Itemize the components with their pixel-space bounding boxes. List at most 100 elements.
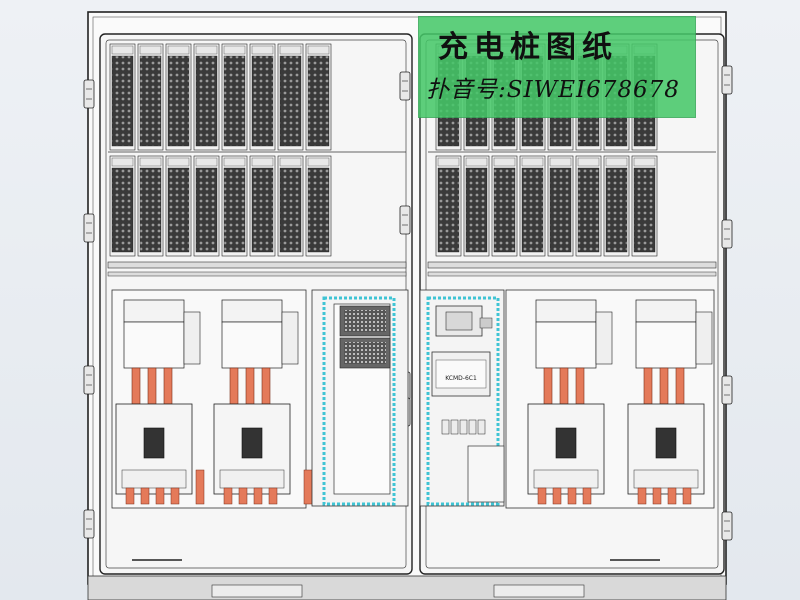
charging-module: [435, 155, 462, 257]
aux-contact: [595, 311, 613, 365]
charging-module: [193, 155, 220, 257]
breaker-handle: [143, 427, 165, 459]
contactor-body: [221, 321, 283, 369]
busbar: [229, 367, 239, 405]
charging-module: [221, 155, 248, 257]
busbar: [643, 367, 653, 405]
fuse-terminal: [468, 419, 477, 435]
charging-module: [277, 155, 304, 257]
terminal-lug: [253, 487, 263, 505]
watermark-contact: 扑音号:SIWEI678678: [426, 77, 680, 103]
relay-module-label: KCMD-6C1: [445, 375, 477, 382]
charging-module: [519, 155, 546, 257]
charging-module: [165, 155, 192, 257]
busbar: [147, 367, 157, 405]
contactor-top: [535, 299, 597, 323]
fuse-terminal-row: [441, 419, 486, 435]
busbar: [559, 367, 569, 405]
aux-contact: [695, 311, 713, 365]
hinge: [721, 65, 733, 95]
terminal-lug: [238, 487, 248, 505]
central-panel-right: [419, 289, 505, 507]
terminal-grid-left: [344, 310, 386, 364]
charging-module: [575, 155, 602, 257]
charging-module-bank-left: [109, 43, 332, 257]
contactor-body: [123, 321, 185, 369]
watermark-title: 充电桩图纸: [438, 30, 618, 65]
busbar: [543, 367, 553, 405]
terminal-lug: [667, 487, 677, 505]
busbar: [131, 367, 141, 405]
charging-module: [109, 43, 136, 151]
busbar: [675, 367, 685, 405]
breaker-terminals: [219, 469, 285, 489]
hinge: [721, 375, 733, 405]
central-panel-left: [311, 289, 409, 507]
contactor-breaker-unit: [115, 299, 201, 505]
charging-module: [305, 155, 332, 257]
terminal-lug: [582, 487, 592, 505]
aux-contact: [183, 311, 201, 365]
fuse-terminal: [477, 419, 486, 435]
charging-module: [631, 155, 658, 257]
hinge: [83, 365, 95, 395]
hinge: [721, 219, 733, 249]
relay-module: [431, 351, 491, 397]
charging-module: [109, 155, 136, 257]
busbar: [575, 367, 585, 405]
contactor-top: [123, 299, 185, 323]
terminal-lug: [537, 487, 547, 505]
charging-module: [603, 155, 630, 257]
din-rail-device-top: [435, 305, 493, 337]
contactor-breaker-unit: [627, 299, 713, 505]
contactor-breaker-unit: [213, 299, 299, 505]
charging-module: [193, 43, 220, 151]
breaker-terminals: [533, 469, 599, 489]
terminal-lug: [552, 487, 562, 505]
terminal-lug: [125, 487, 135, 505]
contactor-top: [635, 299, 697, 323]
charging-module: [277, 43, 304, 151]
charging-module: [137, 43, 164, 151]
hinge: [83, 79, 95, 109]
hinge: [399, 71, 411, 101]
busbar: [163, 367, 173, 405]
busbar: [261, 367, 271, 405]
charging-module: [165, 43, 192, 151]
divider-rail: [107, 151, 717, 277]
breaker-handle: [555, 427, 577, 459]
contactor-body: [535, 321, 597, 369]
terminal-lug: [637, 487, 647, 505]
busbar: [245, 367, 255, 405]
hinge: [83, 509, 95, 539]
breaker-handle: [241, 427, 263, 459]
terminal-lug: [682, 487, 692, 505]
breaker-handle: [655, 427, 677, 459]
charging-module: [221, 43, 248, 151]
charging-module: [547, 155, 574, 257]
switchgear: [115, 299, 713, 505]
hinge: [721, 511, 733, 541]
terminal-lug: [223, 487, 233, 505]
cabinet-base: [87, 575, 727, 600]
charging-module: [491, 155, 518, 257]
hinge: [83, 213, 95, 243]
terminal-lug: [567, 487, 577, 505]
terminal-lug: [140, 487, 150, 505]
charging-module: [463, 155, 490, 257]
hinge: [399, 205, 411, 235]
fuse-terminal: [450, 419, 459, 435]
charging-module: [305, 43, 332, 151]
busbar: [659, 367, 669, 405]
charging-module: [249, 43, 276, 151]
charging-module: [137, 155, 164, 257]
terminal-lug: [170, 487, 180, 505]
terminal-lug: [268, 487, 278, 505]
contactor-breaker-unit: [527, 299, 613, 505]
watermark-box: [418, 16, 696, 118]
breaker-terminals: [121, 469, 187, 489]
terminal-lug: [155, 487, 165, 505]
fuse-terminal: [441, 419, 450, 435]
busbar: [303, 469, 313, 505]
busbar: [195, 469, 205, 505]
